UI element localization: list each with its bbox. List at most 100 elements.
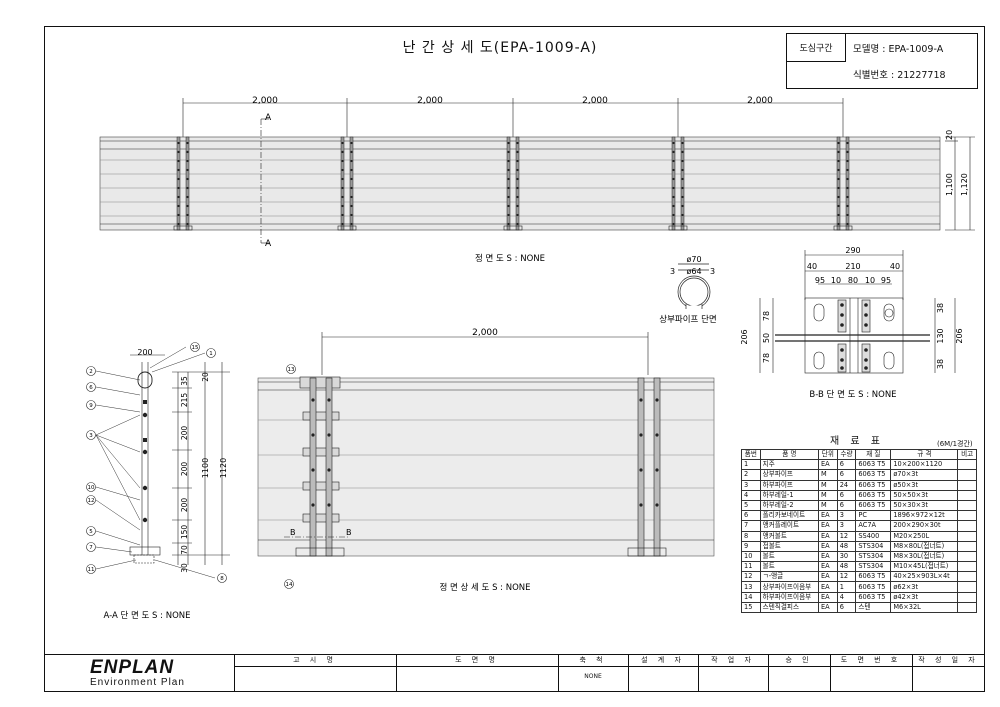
plan-post: [503, 136, 523, 231]
table-cell: 스텐: [855, 601, 892, 614]
table-cell: EA: [818, 591, 838, 603]
table-cell: 50×50×3t: [890, 489, 959, 501]
front-span-dim: 2,000: [472, 328, 498, 338]
table-cell: 3: [836, 510, 857, 522]
table-cell: EA: [818, 530, 838, 542]
bb-dim-95-right: 95: [881, 276, 891, 285]
plan-view-caption: 정 면 도 S : NONE: [475, 253, 545, 264]
callout-bubble: 8: [217, 573, 227, 583]
table-cell: STS304: [855, 540, 892, 552]
callout-number: 11: [88, 567, 95, 573]
table-cell: PC: [855, 510, 892, 522]
table-cell: EA: [818, 459, 838, 471]
callout-bubble: 5: [86, 526, 96, 536]
callout-bubble: 13: [286, 364, 296, 374]
callout-bubble: 11: [86, 564, 96, 574]
plan-posts: [173, 136, 853, 231]
table-cell: ø42×3t: [890, 591, 959, 603]
table-cell: M10×45L(접너트): [890, 561, 959, 573]
table-cell: 6063 T5: [855, 479, 892, 491]
table-header-cell: 재 질: [855, 448, 892, 461]
bb-dim-10-left: 10: [831, 276, 841, 285]
table-cell: [957, 479, 977, 491]
table-cell: 10×200×1120: [890, 459, 959, 471]
callout-number: 1: [209, 351, 213, 357]
table-cell: SS400: [855, 530, 892, 542]
table-cell: EA: [818, 520, 838, 532]
aa-dim-20: 20: [201, 372, 210, 382]
table-cell: 6: [741, 510, 761, 522]
pipe-caption: 상부파이프 단면: [659, 314, 716, 325]
tb-drawing-name-header: 도 면 명: [396, 655, 558, 667]
aa-bolts: [142, 400, 148, 523]
plan-post: [833, 136, 853, 231]
table-cell: 14: [741, 591, 761, 603]
table-cell: STS304: [855, 561, 892, 573]
table-cell: 하부파이프: [759, 479, 820, 491]
table-cell: 12: [836, 571, 857, 583]
table-cell: M: [818, 499, 838, 512]
aa-dim-200-c: 200: [180, 498, 189, 513]
drawing-title: 난 간 상 세 도(EPA-1009-A): [402, 40, 598, 56]
table-cell: 접볼트: [759, 540, 820, 552]
table-cell: [957, 550, 977, 563]
callout-number: 2: [89, 369, 93, 375]
tb-notice-header: 고 시 명: [234, 655, 396, 667]
pipe-dim-t-left: 3: [670, 267, 675, 276]
callout-number: 13: [288, 367, 295, 373]
bb-dim-40-right: 40: [890, 262, 900, 271]
aa-dim-200: 200: [137, 348, 152, 357]
table-cell: 11: [741, 561, 761, 573]
front-detail: [257, 332, 715, 557]
table-cell: EA: [818, 571, 838, 583]
table-cell: ø70×3t: [890, 469, 959, 481]
table-cell: M8×80L(접너트): [890, 540, 959, 552]
tb-approval: 승 인: [768, 655, 831, 691]
table-cell: 24: [836, 479, 857, 491]
logo-main: ENPLAN: [90, 657, 175, 678]
bb-dim-206-right: 206: [955, 328, 964, 343]
plan-dim-1100: 1,100: [945, 173, 954, 196]
table-cell: [957, 530, 977, 542]
table-cell: 48: [836, 540, 857, 552]
table-cell: [957, 581, 977, 593]
callout-number: 6: [89, 385, 93, 391]
aa-dim-200-a: 200: [180, 426, 189, 441]
table-cell: EA: [818, 540, 838, 552]
bb-bolts: [840, 303, 868, 370]
bb-dim-206-left: 206: [740, 329, 749, 344]
cut-mark-b-left: B: [290, 528, 296, 537]
table-header-cell: 수량: [836, 448, 857, 461]
logo: ENPLAN Environment Plan: [44, 655, 235, 691]
bb-dim-290: 290: [845, 246, 860, 255]
plan-post: [337, 136, 357, 231]
table-cell: 5: [741, 499, 761, 512]
tb-drawing-name: 도 면 명: [396, 655, 559, 691]
table-cell: 하부레일-1: [759, 489, 820, 501]
table-cell: 하부레일-2: [759, 499, 820, 512]
table-cell: [957, 520, 977, 532]
table-cell: 볼트: [759, 561, 820, 573]
table-cell: 6063 T5: [855, 499, 892, 512]
table-cell: 4: [741, 489, 761, 501]
table-cell: 1896×972×12t: [890, 510, 959, 522]
table-cell: 6: [836, 601, 857, 614]
callout-bubble: 6: [86, 382, 96, 392]
pipe-dim-t-right: 3: [710, 267, 715, 276]
plan-view: [99, 98, 975, 244]
table-cell: 6063 T5: [855, 581, 892, 593]
table-cell: EA: [818, 581, 838, 593]
table-cell: [957, 540, 977, 552]
table-cell: 6063 T5: [855, 489, 892, 501]
title-block: [44, 654, 985, 693]
pipe-dim-id: ø64: [686, 267, 701, 276]
